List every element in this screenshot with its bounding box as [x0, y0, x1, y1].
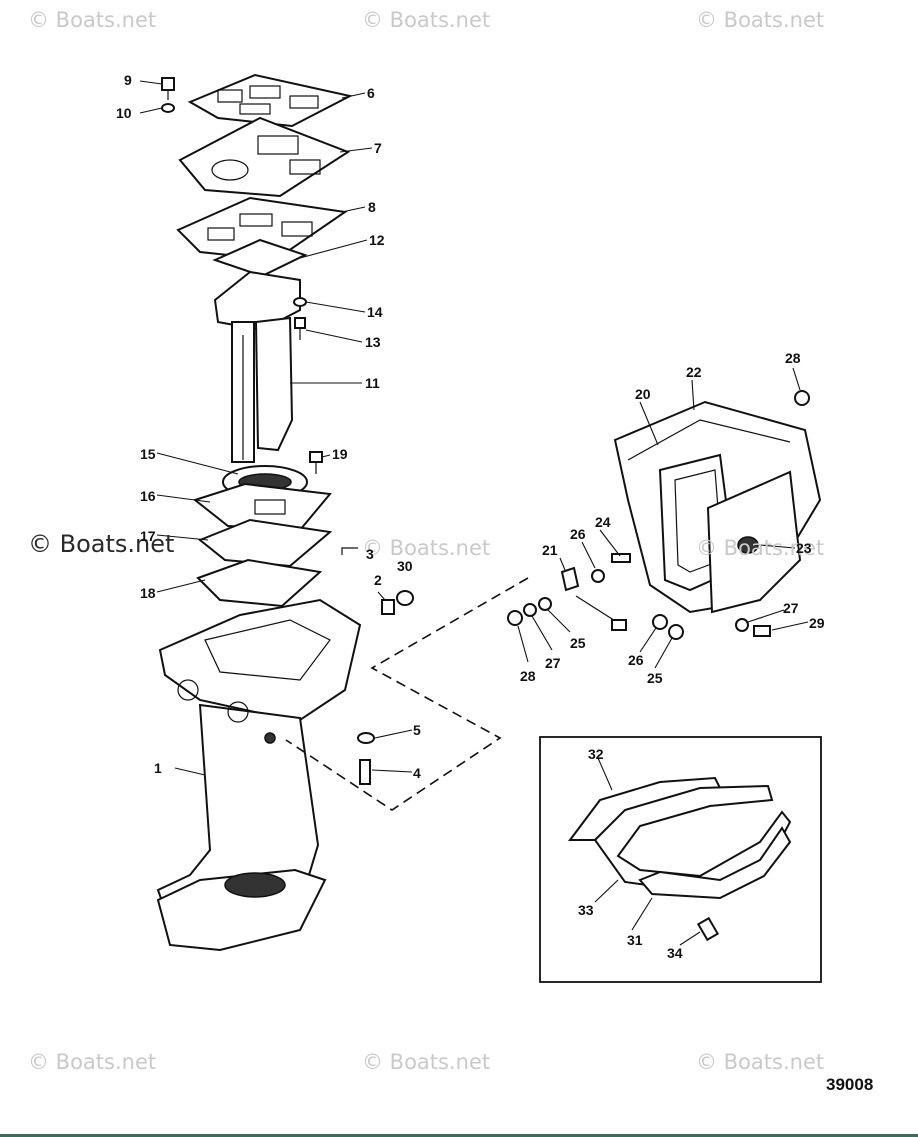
callout-8: 8	[368, 199, 376, 215]
screw-24	[611, 553, 631, 563]
callout-25-left: 25	[570, 635, 586, 651]
callout-27-left: 27	[545, 655, 561, 671]
callout-16: 16	[140, 488, 156, 504]
callout-33: 33	[578, 902, 594, 918]
washer-27b	[735, 618, 749, 632]
gasket-17	[198, 518, 333, 568]
washer-10	[161, 103, 175, 113]
callout-34: 34	[667, 945, 683, 961]
washer-14	[293, 297, 307, 307]
callout-5: 5	[413, 722, 421, 738]
gasket-8	[176, 196, 348, 262]
watermark-mid-right: © Boats.net	[696, 536, 825, 560]
callout-26-bottom: 26	[628, 652, 644, 668]
watermark-bottom-center: © Boats.net	[362, 1050, 491, 1074]
callout-6: 6	[367, 85, 375, 101]
callout-14: 14	[367, 304, 383, 320]
screw-4	[359, 759, 371, 785]
gasket-18	[196, 558, 323, 608]
strip-31	[638, 826, 792, 900]
washer-25a	[538, 597, 552, 611]
bracket-21	[560, 566, 580, 592]
callout-20: 20	[635, 386, 651, 402]
callout-21: 21	[542, 542, 558, 558]
callout-4: 4	[413, 765, 421, 781]
gasket-12	[212, 238, 308, 278]
watermark-mid-left: © Boats.net	[28, 530, 175, 558]
callout-28-left: 28	[520, 668, 536, 684]
fitting-2	[381, 599, 395, 615]
watermark-top-left: © Boats.net	[28, 8, 157, 32]
nut-28a	[507, 610, 523, 626]
plate-16	[192, 482, 332, 532]
driveshaft-housing-1	[156, 598, 362, 952]
callout-7: 7	[374, 140, 382, 156]
nut-28b	[794, 390, 810, 406]
callout-3: 3	[366, 546, 374, 562]
screw-13	[294, 317, 306, 340]
callout-25-bottom: 25	[647, 670, 663, 686]
washer-5	[357, 732, 375, 744]
washer-26b	[652, 614, 668, 630]
callout-32: 32	[588, 746, 604, 762]
callout-22: 22	[686, 364, 702, 380]
part-3	[341, 547, 358, 555]
watermark-mid-center: © Boats.net	[362, 536, 491, 560]
washer-26a	[591, 569, 605, 583]
callout-19: 19	[332, 446, 348, 462]
callout-23: 23	[796, 540, 812, 556]
callout-28-top: 28	[785, 350, 801, 366]
callout-13: 13	[365, 334, 381, 350]
bottom-rule	[0, 1134, 918, 1137]
plug-30	[396, 590, 414, 606]
watermark-bottom-left: © Boats.net	[28, 1050, 157, 1074]
watermark-bottom-right: © Boats.net	[696, 1050, 825, 1074]
leader-lines	[139, 80, 809, 946]
adapter-plate-7	[178, 116, 351, 198]
gasket-6	[187, 73, 353, 128]
callout-17: 17	[140, 528, 156, 544]
callout-9: 9	[124, 72, 132, 88]
callout-1: 1	[154, 760, 162, 776]
washer-25b	[668, 624, 684, 640]
screw-long	[575, 595, 627, 631]
cover-23	[706, 470, 802, 614]
assembly-dashed-line	[285, 577, 529, 811]
screw-9	[161, 77, 175, 100]
callout-27-right: 27	[783, 600, 799, 616]
washer-27a	[523, 603, 537, 617]
watermark-top-right: © Boats.net	[696, 8, 825, 32]
callout-10: 10	[116, 105, 132, 121]
callout-31: 31	[627, 932, 643, 948]
screw-29	[753, 625, 771, 637]
callout-2: 2	[374, 572, 382, 588]
screw-34	[696, 916, 720, 942]
callout-12: 12	[369, 232, 385, 248]
watermark-top-center: © Boats.net	[362, 8, 491, 32]
exhaust-tube-11	[213, 270, 301, 463]
callout-29: 29	[809, 615, 825, 631]
figure-number: 39008	[826, 1075, 874, 1094]
callout-18: 18	[140, 585, 156, 601]
screw-19	[309, 451, 323, 474]
callout-11: 11	[365, 375, 380, 391]
callout-24: 24	[595, 514, 611, 530]
callout-26-top: 26	[570, 526, 586, 542]
callout-15: 15	[140, 446, 156, 462]
callout-30: 30	[397, 558, 413, 574]
